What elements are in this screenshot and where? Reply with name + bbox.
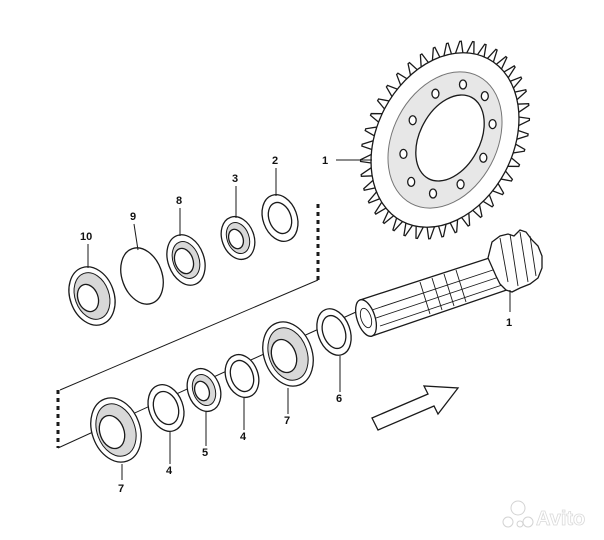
- bolt-hole: [408, 115, 417, 126]
- bolt-hole: [407, 176, 416, 188]
- bolt-hole: [431, 88, 440, 99]
- part-4-ring-lower: [147, 384, 185, 432]
- part-4-ring-upper: [224, 353, 260, 399]
- ring-gear: [359, 40, 531, 240]
- part-9-shim: [120, 247, 164, 305]
- bolt-hole: [479, 152, 488, 163]
- bolt-hole: [456, 179, 465, 190]
- pinion-shaft: [354, 229, 543, 337]
- bolt-hole: [458, 79, 468, 90]
- callout-8: 8: [176, 195, 182, 207]
- part-7-bearing-upper: [262, 321, 314, 387]
- callout-9: 9: [130, 211, 136, 223]
- bolt-hole: [399, 148, 408, 160]
- bolt-hole: [428, 188, 438, 199]
- callout-labels: 1 1 2 3 4 4 5 6 7 7 8 9 10: [80, 155, 512, 495]
- watermark-text: Avito: [536, 508, 585, 530]
- callout-5: 5: [202, 447, 208, 459]
- avito-logo-icon: [502, 500, 534, 528]
- callout-7-upper: 7: [284, 415, 290, 427]
- callout-1-pinion: 1: [506, 317, 512, 329]
- part-8-ring: [166, 234, 206, 286]
- callout-3: 3: [232, 173, 238, 185]
- callout-2: 2: [272, 155, 278, 167]
- callout-4-upper: 4: [240, 431, 247, 443]
- part-10-bearing-cup: [68, 266, 116, 326]
- part-5-collar: [186, 367, 222, 413]
- assembly-direction-arrow: [371, 385, 460, 431]
- part-2-washer: [261, 194, 299, 242]
- bolt-hole: [488, 118, 497, 130]
- avito-watermark: Avito: [502, 500, 586, 530]
- callout-6: 6: [336, 393, 342, 405]
- ring-gear-bolt-holes: [399, 79, 497, 199]
- part-3-nut: [220, 215, 256, 261]
- bolt-hole: [480, 90, 489, 102]
- callout-10: 10: [80, 231, 92, 243]
- leader-lines: [87, 159, 511, 480]
- part-6-spacer: [316, 308, 352, 356]
- callout-7-lower: 7: [118, 483, 124, 495]
- part-7-bearing-lower: [90, 397, 142, 463]
- callout-4-lower: 4: [166, 465, 173, 477]
- callout-1-ring-gear: 1: [322, 155, 328, 167]
